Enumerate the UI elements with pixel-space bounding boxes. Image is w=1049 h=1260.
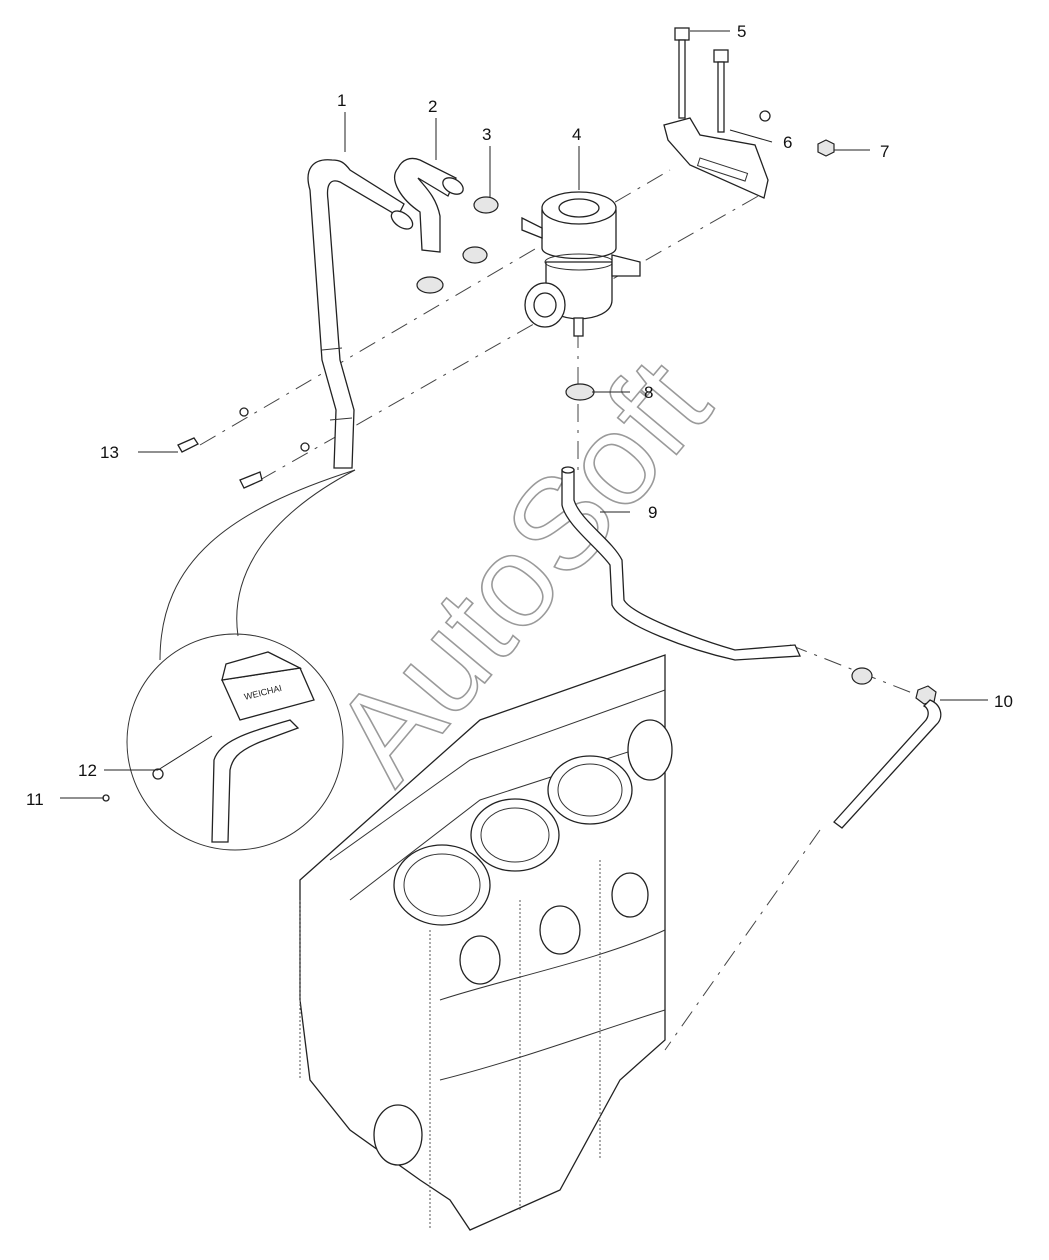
callout-8: 8 — [644, 383, 653, 402]
callout-11: 11 — [26, 790, 44, 809]
leader-lines — [60, 30, 988, 799]
hose-clamp — [416, 196, 499, 294]
hose-clamp-lower — [565, 383, 595, 401]
callout-2: 2 — [428, 97, 437, 116]
callout-3: 3 — [482, 125, 491, 144]
hose-elbow — [394, 157, 464, 253]
callout-4: 4 — [572, 125, 581, 144]
callout-1: 1 — [337, 91, 346, 110]
callout-5: 5 — [737, 22, 746, 41]
callout-6: 6 — [783, 133, 792, 152]
sensor-connector: WEICHAI — [221, 651, 315, 721]
callouts: 1 2 3 4 5 6 7 8 9 10 11 12 13 — [26, 22, 1013, 809]
engine-block — [299, 654, 673, 1231]
bolt — [674, 27, 729, 133]
hose-clamp-pipe — [851, 667, 937, 705]
hose-upper — [307, 159, 414, 469]
callout-12: 12 — [78, 761, 97, 780]
callout-7: 7 — [880, 142, 889, 161]
drain-pipe — [833, 699, 942, 829]
callout-9: 9 — [648, 503, 657, 522]
oil-separator — [521, 191, 641, 337]
bracket — [663, 110, 771, 199]
detail-view: WEICHAI — [102, 469, 356, 851]
bolt-lower — [177, 407, 310, 489]
nut — [817, 139, 835, 157]
callout-13: 13 — [100, 443, 119, 462]
drain-hose — [561, 466, 801, 661]
callout-10: 10 — [994, 692, 1013, 711]
